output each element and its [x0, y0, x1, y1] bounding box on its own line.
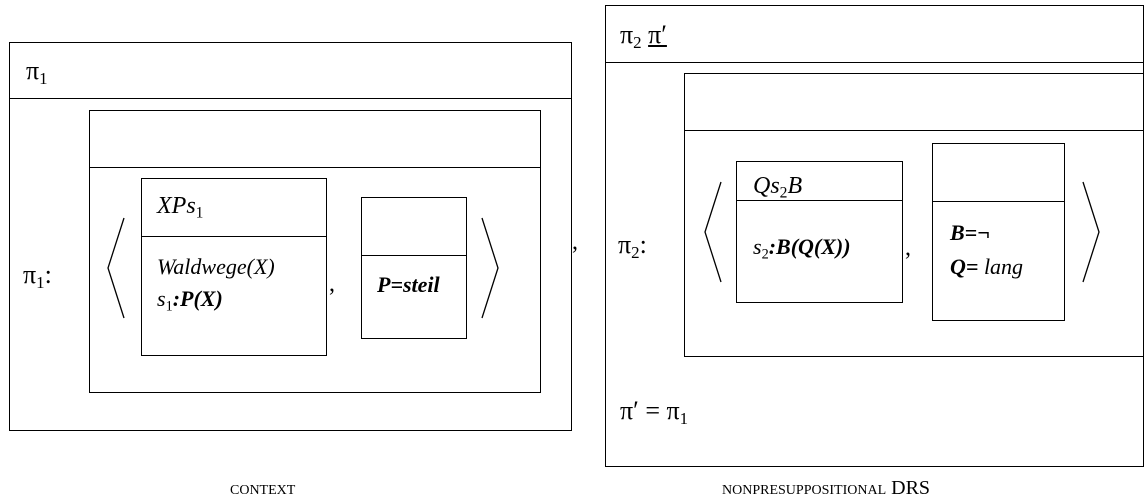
context-inner-drs-box	[89, 110, 541, 393]
context-universe-label: π1	[26, 56, 48, 89]
separator-comma: ,	[572, 229, 578, 255]
context-left-condition-2: s1:P(X)	[157, 286, 223, 315]
nonpresup-mid-comma: ,	[905, 235, 911, 261]
context-left-condition-1: Waldwege(X)	[157, 254, 275, 279]
context-right-sub-drs	[361, 197, 467, 339]
right-angle-bracket-icon	[1082, 181, 1100, 283]
nonpresup-left-universe: Qs2B	[753, 173, 803, 202]
nonpresup-left-sub-divider	[736, 200, 903, 201]
right-angle-bracket-icon	[481, 217, 499, 319]
context-left-sub-drs	[141, 178, 327, 356]
context-right-sub-divider	[361, 255, 467, 256]
context-caption: context	[230, 477, 296, 499]
nonpresup-right-sub-divider	[932, 201, 1065, 202]
nonpresup-divider	[605, 62, 1144, 63]
left-angle-bracket-icon	[704, 181, 722, 283]
context-condition-label: π1:	[23, 260, 52, 293]
nonpresup-left-condition: s2:B(Q(X))	[753, 234, 851, 263]
context-left-universe: XPs1	[157, 193, 204, 222]
nonpresup-bottom-equation: π′ = π1	[620, 396, 689, 429]
nonpresup-left-sub-drs	[736, 161, 903, 303]
nonpresup-right-sub-drs	[932, 143, 1065, 321]
nonpresup-right-condition-2: Q= lang	[950, 254, 1024, 279]
context-mid-comma: ,	[329, 271, 335, 297]
nonpresup-condition-label: π2:	[618, 230, 647, 263]
nonpresup-inner-divider	[684, 130, 1144, 131]
nonpresup-right-condition-1: B=¬	[950, 220, 991, 245]
nonpresup-universe-label: π2 π′	[620, 20, 667, 53]
context-right-condition: P=steil	[377, 272, 440, 297]
left-angle-bracket-icon	[107, 217, 125, 319]
context-outer-box	[9, 42, 572, 431]
context-left-sub-divider	[141, 236, 327, 237]
context-inner-divider	[89, 167, 541, 168]
nonpresup-caption: nonpresuppositional DRS	[722, 477, 931, 499]
context-divider	[9, 98, 572, 99]
